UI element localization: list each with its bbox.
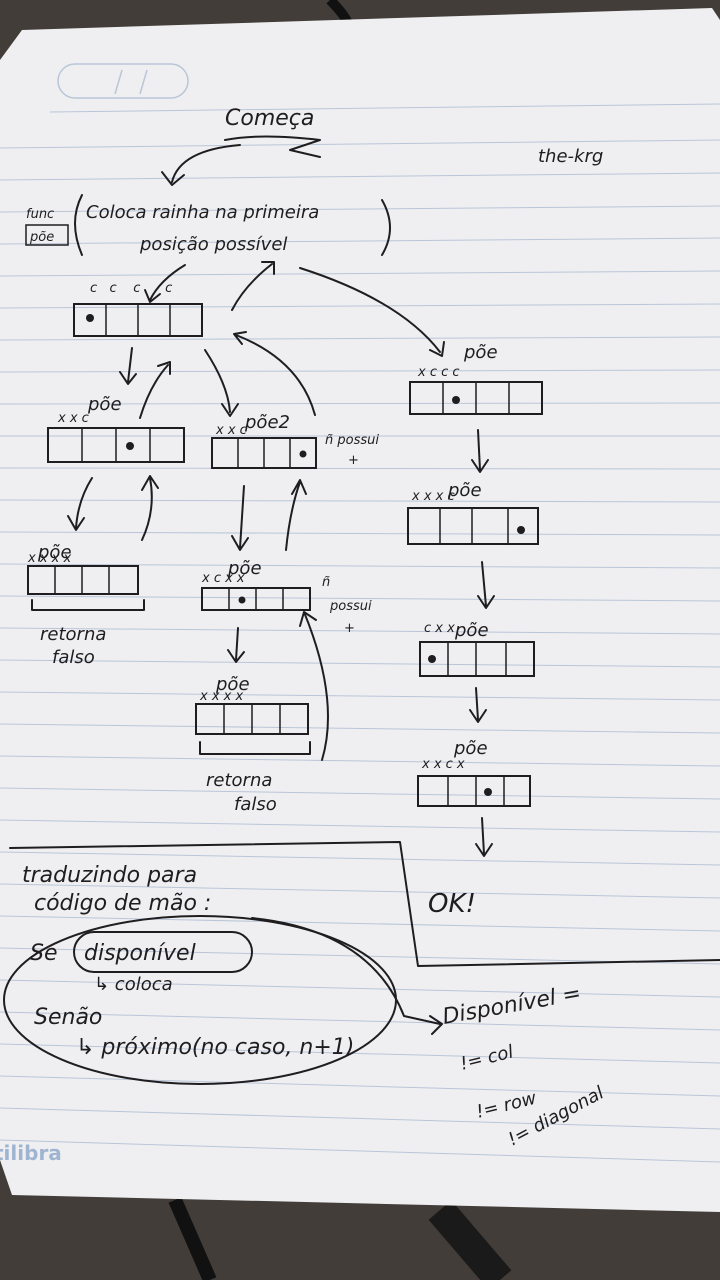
row1-marks: c c c c (90, 281, 172, 296)
arrow-row1-up (231, 261, 275, 311)
arrow-right-2 (477, 561, 495, 609)
pe2-label: põe2 (244, 412, 290, 433)
else-action: ↳ próximo(no caso, n+1) (76, 1035, 354, 1060)
arrow-mid-up (233, 331, 316, 416)
arrow-fail-left-up (141, 475, 159, 541)
arrow-row1-down-left (119, 347, 137, 385)
func-name-box (25, 224, 69, 246)
bracket-fail-left (31, 599, 145, 611)
pe-middle-marks: x c x x (201, 571, 245, 586)
start-box-left-paren (74, 194, 83, 256)
right-step4-label: põe (453, 738, 488, 759)
pe-fail-middle-marks: x x x x (199, 689, 243, 704)
arrow-fail-middle-up (299, 611, 329, 761)
board-pe2 (211, 437, 317, 469)
if-word: Se (30, 941, 58, 966)
date-capsule (57, 63, 189, 99)
pe-middle-note-line3: + (344, 621, 355, 636)
pe-fail-middle-label: põe (215, 674, 250, 695)
arrow-right-3 (469, 687, 487, 723)
else-word: Senão (34, 1005, 102, 1030)
date-slash (139, 69, 148, 95)
arrow-middle-down (227, 627, 245, 663)
author-signature: the-krg (538, 146, 603, 167)
date-slash (114, 69, 123, 95)
start-box-right-paren (381, 199, 391, 256)
pe-fail-left-marks: x x x x (27, 551, 71, 566)
condition: disponível (84, 941, 196, 966)
board-pe-fail-left (27, 565, 139, 595)
right-result: OK! (428, 889, 476, 919)
translation-heading-line2: código de mão : (34, 891, 211, 916)
arrow-right-1 (471, 429, 489, 473)
right-step2-label: põe (447, 480, 482, 501)
then-action: ↳ coloca (94, 974, 173, 995)
board-right-step3 (419, 641, 535, 677)
arrow-left-up (139, 361, 171, 419)
arrow-to-definition (251, 917, 443, 1035)
translation-heading-line1: traduzindo para (22, 863, 197, 888)
title-underline (224, 135, 321, 158)
board-right-step1 (409, 381, 543, 415)
fail-middle-result-line2: falso (234, 794, 277, 815)
board-pe-fail-middle (195, 703, 309, 735)
arrow-to-row1 (144, 264, 186, 303)
arrow-right-4 (475, 817, 493, 857)
arrow-pe2-down (231, 485, 249, 551)
right-step3-marks: c x x (424, 621, 455, 636)
board-pe-middle (201, 587, 311, 611)
cable-2 (428, 1200, 512, 1280)
board-right-step2 (407, 507, 539, 545)
pe-middle-label: põe (227, 558, 262, 579)
func-name: põe (29, 230, 54, 245)
func-label: func (26, 207, 54, 222)
right-step3-label: põe (454, 620, 489, 641)
cable (168, 1197, 217, 1280)
paper-page (0, 8, 720, 1212)
pe2-note-line2: + (348, 453, 359, 468)
fail-left-result-line2: falso (52, 647, 95, 668)
pe-middle-note-line1: ñ (322, 575, 330, 590)
arrow-start (161, 144, 241, 186)
condition-box (73, 931, 253, 973)
page-title: Começa (225, 106, 314, 131)
notebook-watermark: tilibra (0, 1141, 62, 1165)
fail-middle-result-line1: retorna (206, 770, 272, 791)
right-step1-label: põe (463, 342, 498, 363)
arrow-middle-up (285, 479, 307, 551)
board-row1 (73, 303, 203, 337)
start-box-line1: Coloca rainha na primeira (86, 202, 319, 223)
translation-box (9, 841, 720, 967)
board-right-step4 (417, 775, 531, 807)
pe2-note-line1: ñ possui (325, 433, 379, 448)
pe-left-marks: x x c (57, 411, 89, 426)
right-step2-marks: x x x c (411, 489, 455, 504)
fail-left-result-line1: retorna (40, 624, 106, 645)
arrow-pe-left-down (67, 477, 93, 531)
arrow-to-right (299, 267, 445, 357)
ruled-lines (0, 103, 720, 1163)
pe2-marks: x x c (215, 423, 247, 438)
board-pe-left (47, 427, 185, 463)
bracket-fail-middle (199, 741, 311, 755)
right-step1-marks: x c c c (417, 365, 460, 380)
start-box-line2: posição possível (139, 234, 287, 255)
pe-middle-note-line2: possui (329, 599, 372, 614)
right-step4-marks: x x c x (421, 757, 465, 772)
arrow-row1-down-mid (204, 349, 239, 417)
pe-left-label: põe (87, 394, 122, 415)
pe-fail-left-label: põe (37, 542, 72, 563)
